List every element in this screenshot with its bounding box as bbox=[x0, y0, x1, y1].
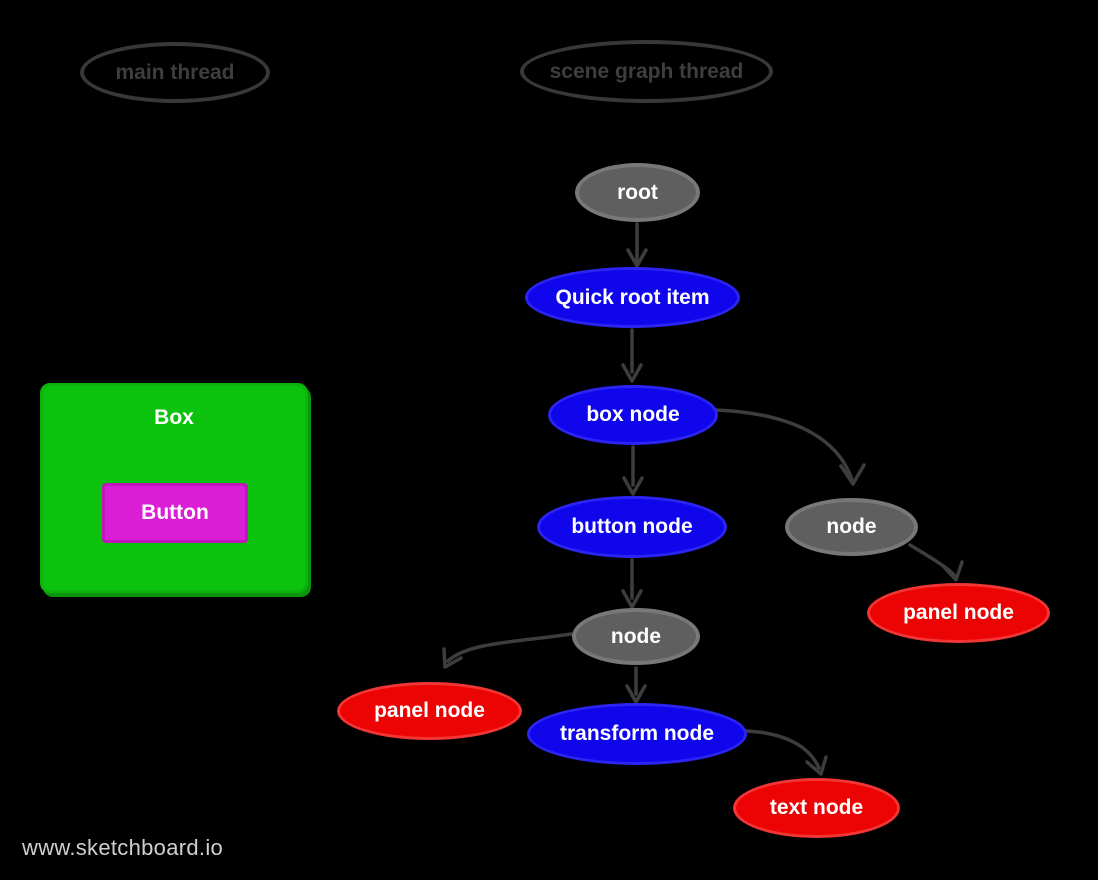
node-text-node[interactable]: text node bbox=[733, 778, 900, 838]
edge-box-node-to-node-a[interactable] bbox=[714, 408, 866, 486]
edge-node-a-to-panel-node-a[interactable] bbox=[908, 543, 964, 582]
scene-graph-thread-ellipse[interactable]: scene graph thread bbox=[520, 40, 773, 103]
node-root-label: root bbox=[617, 180, 658, 204]
node-button-node-label: button node bbox=[571, 515, 693, 538]
edge-box-node-to-button-node[interactable] bbox=[622, 445, 644, 496]
node-a-label: node bbox=[826, 515, 877, 538]
main-thread-label: main thread bbox=[115, 60, 235, 84]
node-b-label: node bbox=[610, 624, 662, 648]
node-b[interactable]: node bbox=[572, 608, 700, 665]
edge-transform-node-to-text-node[interactable] bbox=[744, 729, 828, 776]
box-shape[interactable]: Box Button bbox=[40, 383, 308, 593]
edge-root-to-quick-root-item[interactable] bbox=[626, 222, 648, 268]
node-a[interactable]: node bbox=[785, 498, 918, 556]
sketchboard-watermark: www.sketchboard.io bbox=[22, 835, 224, 860]
node-button-node[interactable]: button node bbox=[537, 496, 727, 558]
node-panel-node-a[interactable]: panel node bbox=[867, 583, 1050, 643]
node-box-node[interactable]: box node bbox=[548, 385, 718, 445]
node-panel-node-b-label: panel node bbox=[374, 699, 485, 722]
node-text-node-label: text node bbox=[769, 796, 864, 819]
edge-node-b-to-panel-node-b[interactable] bbox=[442, 632, 573, 669]
button-shape[interactable]: Button bbox=[102, 483, 248, 543]
edge-quick-root-item-to-box-node[interactable] bbox=[621, 328, 643, 383]
node-transform-node-label: transform node bbox=[559, 722, 714, 745]
node-quick-root-item-label: Quick root item bbox=[555, 285, 710, 309]
edge-node-b-to-transform-node[interactable] bbox=[625, 666, 647, 704]
node-panel-node-a-label: panel node bbox=[903, 601, 1014, 624]
node-quick-root-item[interactable]: Quick root item bbox=[525, 267, 740, 328]
box-label: Box bbox=[154, 406, 194, 429]
button-label: Button bbox=[141, 501, 209, 524]
node-root[interactable]: root bbox=[575, 163, 700, 222]
main-thread-ellipse[interactable]: main thread bbox=[80, 42, 270, 103]
node-panel-node-b[interactable]: panel node bbox=[337, 682, 522, 740]
scene-graph-thread-label: scene graph thread bbox=[549, 59, 744, 83]
edge-button-node-to-node-b[interactable] bbox=[621, 558, 643, 609]
node-transform-node[interactable]: transform node bbox=[527, 703, 747, 765]
node-box-node-label: box node bbox=[586, 403, 680, 426]
